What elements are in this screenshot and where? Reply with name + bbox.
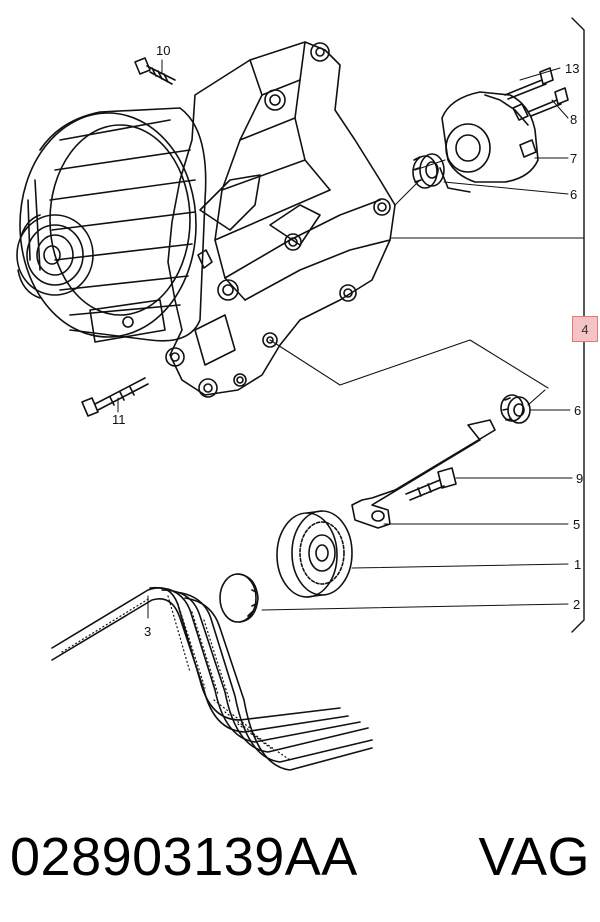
callout-3: 3 [144,624,151,639]
mounting-bracket [165,41,396,398]
callout-1: 1 [574,557,581,572]
bolt-10 [134,57,176,85]
alternator [16,107,207,343]
callout-2: 2 [573,597,580,612]
brand-label: VAG [478,827,590,887]
bolt-9 [405,467,457,501]
callout-10: 10 [156,43,170,58]
callout-6-upper: 6 [570,187,577,202]
bushing-6-lower [500,394,531,424]
reference-marker-label: 4 [581,321,589,337]
bolt-13 [504,67,554,100]
dust-cap-2 [219,573,259,623]
callout-13: 13 [565,61,579,76]
callout-8: 8 [570,112,577,127]
exploded-parts-diagram: 10 13 8 7 6 11 6 9 5 1 3 2 [16,17,585,771]
callout-6-lower: 6 [574,403,581,418]
leader-lines [147,67,573,619]
assembly-guide-lines [269,159,585,406]
callout-11: 11 [112,412,126,427]
bolt-11 [81,377,149,417]
reference-marker[interactable]: 4 [572,316,598,342]
ribbed-belt-3 [51,586,373,771]
part-number: 028903139AA [10,827,358,887]
bushing-6-upper [412,153,445,189]
part-number-footer: 028903139AA VAG [10,812,590,902]
tensioner-pulley-1 [276,510,353,598]
tensioner-housing [439,91,539,193]
tensioner-arm-5 [351,419,496,529]
callout-9: 9 [576,471,583,486]
callout-7: 7 [570,151,577,166]
callout-5: 5 [573,517,580,532]
bolt-8 [527,87,569,117]
